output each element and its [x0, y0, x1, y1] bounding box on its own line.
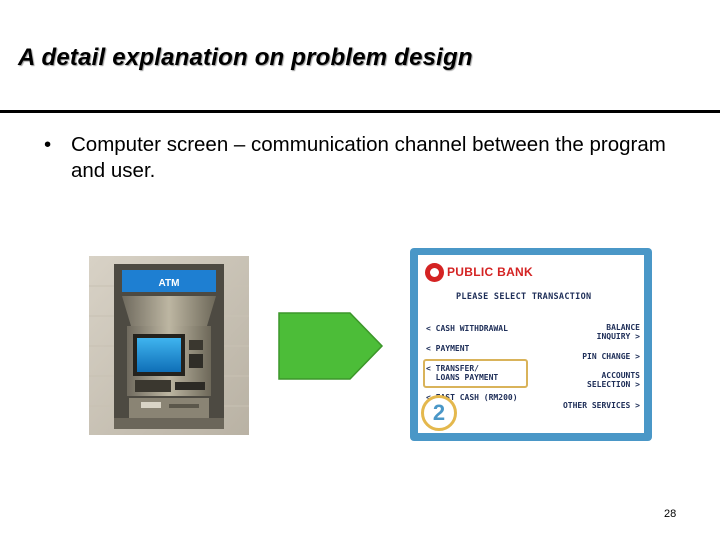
bank-atm-screen-image: PUBLIC BANK PLEASE SELECT TRANSACTION < … [410, 248, 652, 441]
bullet-icon: • [44, 133, 52, 156]
option-other-services: OTHER SERVICES > [562, 401, 640, 410]
public-bank-logo-icon [425, 263, 444, 282]
title-divider [0, 110, 720, 113]
selection-highlight [423, 359, 528, 388]
step-number: 2 [432, 400, 446, 425]
option-cash-withdrawal: < CASH WITHDRAWAL [426, 324, 508, 333]
option-payment: < PAYMENT [426, 344, 470, 353]
option-accounts-selection: ACCOUNTS SELECTION > [587, 371, 640, 389]
page-number: 28 [664, 508, 677, 520]
slide-title: A detail explanation on problem design [18, 44, 473, 71]
atm-sign-text: ATM [159, 278, 180, 289]
arrow-right-icon [278, 312, 384, 380]
bullet-text: Computer screen – communication channel … [71, 133, 666, 182]
step-badge: 2 [421, 395, 457, 431]
bank-screen-panel: PUBLIC BANK PLEASE SELECT TRANSACTION < … [418, 255, 644, 433]
atm-machine-image: ATM [89, 256, 249, 435]
screen-heading: PLEASE SELECT TRANSACTION [456, 292, 592, 302]
option-balance-inquiry: BALANCE INQUIRY > [596, 323, 640, 341]
bank-name: PUBLIC BANK [447, 265, 533, 279]
option-transfer: < TRANSFER/ LOANS PAYMENT [426, 364, 499, 382]
option-pin-change: PIN CHANGE > [582, 352, 640, 361]
